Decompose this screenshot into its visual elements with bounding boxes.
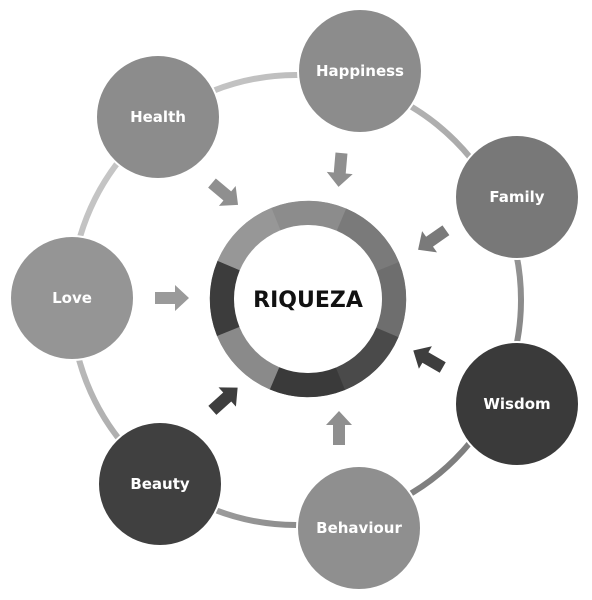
center-donut <box>209 200 407 398</box>
node-happiness: Happiness <box>297 8 423 134</box>
node-label-family: Family <box>489 188 544 206</box>
node-beauty: Beauty <box>97 421 223 547</box>
node-label-health: Health <box>130 108 186 126</box>
node-label-behaviour: Behaviour <box>316 519 402 537</box>
arrow-icon <box>208 178 239 206</box>
arrow-icon <box>413 346 446 373</box>
node-wisdom: Wisdom <box>454 341 580 467</box>
center-hole <box>234 225 382 373</box>
arrow-icon <box>208 387 238 415</box>
node-health: Health <box>95 54 221 180</box>
center-label: RIQUEZA <box>253 288 363 313</box>
arrow-icon <box>326 152 353 187</box>
arrow-icon <box>418 225 450 253</box>
arrow-icon <box>326 411 352 445</box>
node-behaviour: Behaviour <box>296 465 422 591</box>
node-label-beauty: Beauty <box>130 475 190 493</box>
node-family: Family <box>454 134 580 260</box>
node-label-love: Love <box>52 289 92 307</box>
node-love: Love <box>9 235 135 361</box>
node-label-wisdom: Wisdom <box>483 395 550 413</box>
node-label-happiness: Happiness <box>316 62 404 80</box>
arrows-group <box>155 152 450 445</box>
arrow-icon <box>155 285 189 311</box>
